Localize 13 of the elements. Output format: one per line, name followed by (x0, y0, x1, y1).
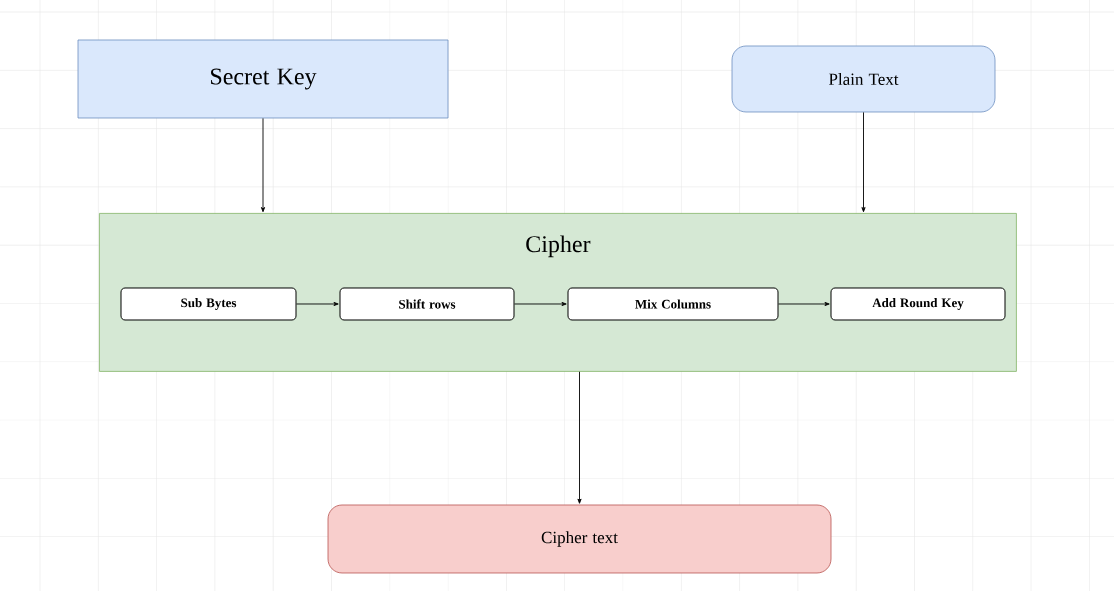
step-box: Add Round Key (830, 287, 1006, 321)
arrow (260, 117, 266, 213)
arrow (778, 301, 830, 307)
arrow (577, 371, 582, 504)
input-box: Plain Text (731, 45, 996, 113)
step-box: Mix Columns (567, 287, 779, 321)
output-box: Cipher text (327, 504, 832, 574)
arrow (296, 301, 339, 307)
step-box: Sub Bytes (120, 287, 297, 321)
key-box: Secret Key (77, 39, 449, 119)
arrow (861, 111, 866, 213)
step-box: Shift rows (339, 287, 515, 321)
arrow (514, 301, 567, 307)
